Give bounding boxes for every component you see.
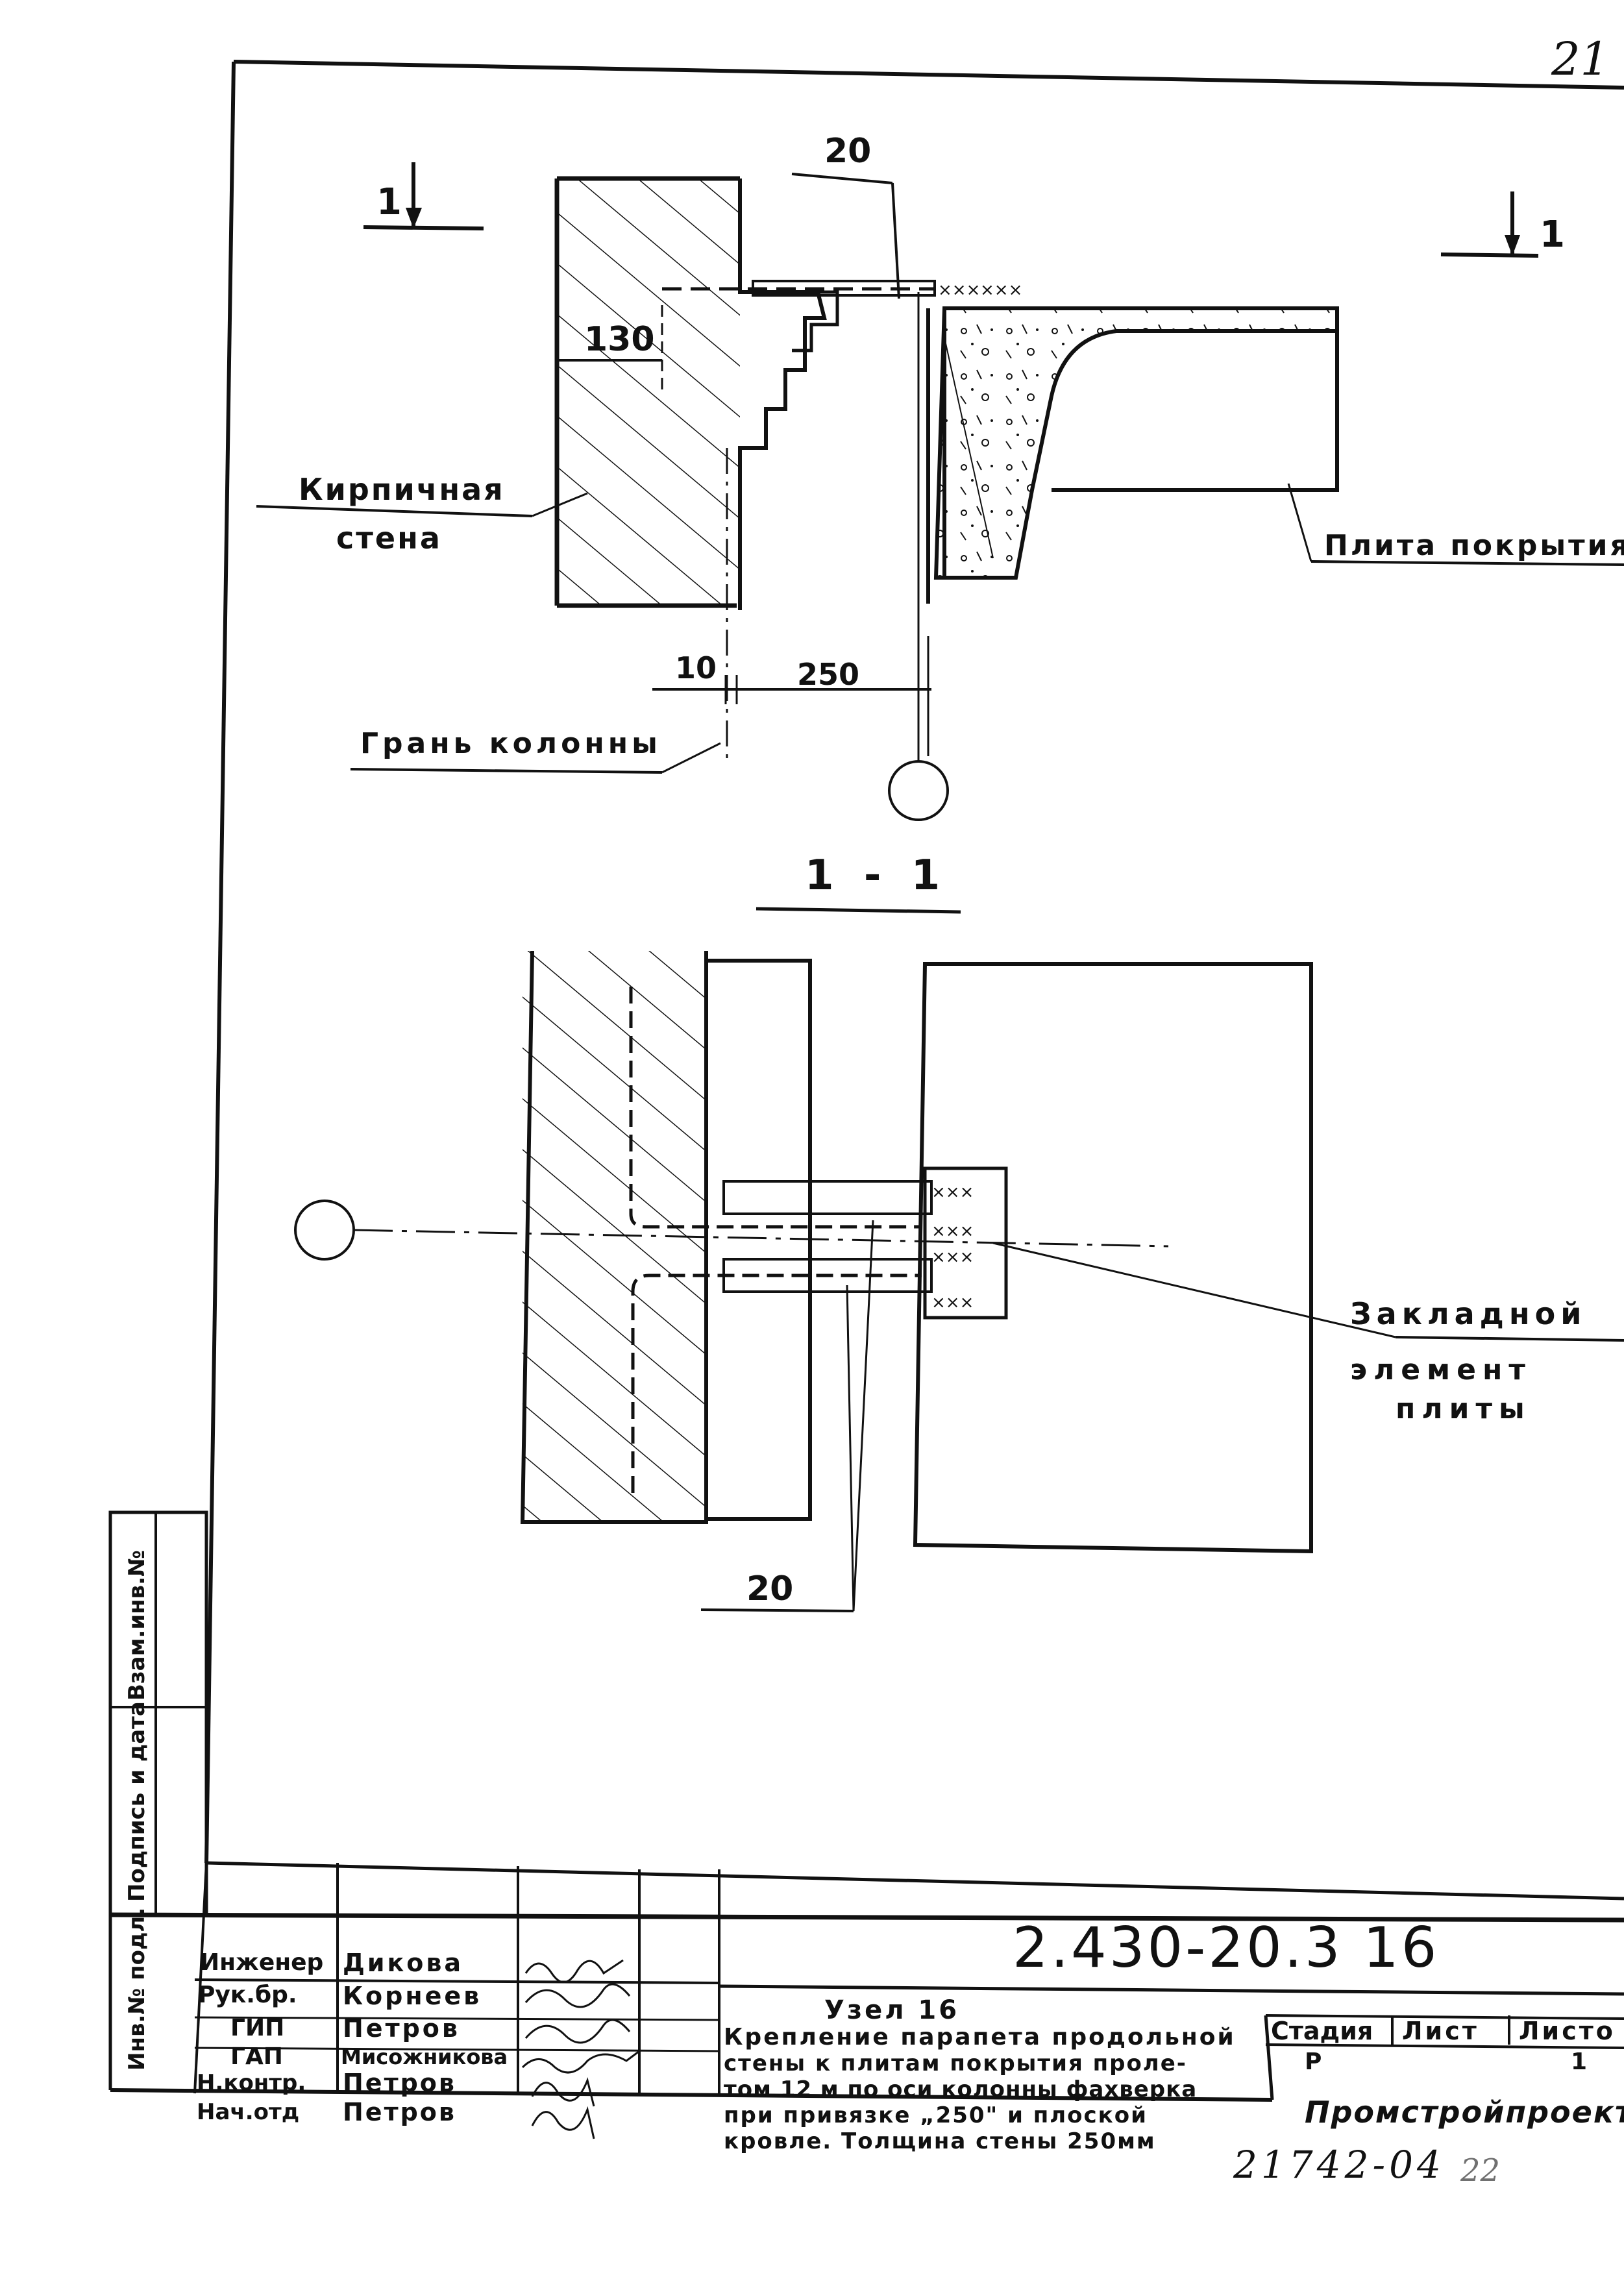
organization: Промстройпроект — [1305, 2095, 1624, 2130]
svg-text:×××: ××× — [931, 1222, 974, 1241]
side-stamp: Взам.инв.№ Подпись и дата Инв.№ подл. — [108, 1510, 208, 2071]
description-line-2: стены к плитам покрытия проле- — [724, 2050, 1187, 2076]
column-face-axis — [726, 292, 929, 766]
svg-text:2.430-20.3 16: 2.430-20.3 16 — [1013, 1915, 1440, 1980]
section-mark-label: 1 — [376, 181, 402, 223]
description-line-5: кровле. Толщина стены 250мм — [724, 2128, 1156, 2154]
svg-text:20: 20 — [824, 132, 871, 171]
name-5: Петров — [343, 2069, 456, 2097]
svg-text:×××: ××× — [931, 1183, 974, 1202]
name-6: Петров — [343, 2098, 456, 2126]
svg-text:стена: стена — [336, 521, 442, 556]
svg-text:20: 20 — [746, 1569, 793, 1608]
svg-text:×××: ××× — [938, 280, 980, 300]
name-2: Корнеев — [343, 1982, 482, 2010]
title-block-grid — [108, 1861, 1624, 2102]
axis-line-plan — [294, 1200, 1169, 1261]
role-5: Н.контр. — [197, 2070, 306, 2096]
role-4: ГАП — [230, 2043, 283, 2070]
role-2: Рук.бр. — [198, 1982, 297, 2008]
label-column-face: Грань колонны — [350, 727, 721, 774]
svg-text:250: 250 — [797, 657, 859, 692]
name-1: Дикова — [343, 1949, 463, 1977]
description-line-1: Крепление парапета продольной — [724, 2024, 1236, 2050]
svg-text:21742-04: 21742-04 — [1233, 2143, 1445, 2187]
page-number: 21 — [1551, 32, 1609, 86]
dim-10-250: 10 250 — [652, 650, 931, 704]
svg-text:Р: Р — [1305, 2049, 1322, 2075]
svg-text:Листо: Листо — [1519, 2017, 1616, 2045]
svg-text:Лист: Лист — [1402, 2017, 1479, 2045]
doc-code: 2.430-20.3 16 — [1013, 1915, 1440, 1980]
svg-text:22: 22 — [1460, 2152, 1500, 2189]
stage-table: Стадия Лист Листо Р 1 — [1271, 2017, 1616, 2075]
wall-corbel — [740, 290, 839, 352]
axis-bubble-upper — [888, 688, 949, 821]
dim-bottom-20: 20 — [700, 1220, 874, 1612]
svg-text:Инв.№ подл.: Инв.№ подл. — [124, 1908, 150, 2071]
svg-text:10: 10 — [675, 650, 717, 685]
name-3: Петров — [343, 2014, 460, 2043]
svg-text:×××: ××× — [931, 1293, 974, 1312]
personnel-table: Инженер Дикова Рук.бр. Корнеев ГИП Петро… — [197, 1949, 508, 2126]
label-brick-wall: Кирпичная стена — [256, 472, 588, 556]
svg-text:Подпись и дата: Подпись и дата — [124, 1701, 150, 1902]
svg-text:Закладной: Закладной — [1350, 1296, 1586, 1331]
brick-wall-section — [554, 176, 827, 610]
svg-text:плиты: плиты — [1396, 1392, 1531, 1425]
svg-text:1 - 1: 1 - 1 — [805, 852, 948, 900]
svg-text:×××: ××× — [980, 280, 1022, 300]
label-roof-slab: Плита покрытия — [1287, 483, 1624, 566]
role-3: ГИП — [230, 2015, 284, 2041]
svg-text:Плита покрытия: Плита покрытия — [1324, 529, 1624, 562]
description-line-4: при привязке „250" и плоской — [724, 2102, 1148, 2128]
anchor-bars-plan — [629, 987, 933, 1493]
svg-text:130: 130 — [584, 320, 655, 359]
svg-text:Кирпичная: Кирпичная — [299, 472, 505, 507]
svg-text:Взам.инв.№: Взам.инв.№ — [124, 1550, 150, 1701]
role-6: Нач.отд — [197, 2099, 299, 2125]
svg-text:Промстройпроект: Промстройпроект — [1305, 2095, 1624, 2130]
section-mark-right: 1 — [1440, 191, 1565, 258]
signatures — [521, 1959, 640, 2139]
node-title: Узел 16 — [824, 1995, 959, 2025]
svg-text:Стадия: Стадия — [1271, 2017, 1373, 2045]
description-line-3: том 12 м по оси колонны фахверка — [724, 2076, 1197, 2102]
dim-130: 130 — [558, 305, 663, 396]
slab-plan: ××× ××× ××× ××× — [913, 962, 1313, 1554]
roof-slab-section — [926, 306, 1339, 604]
footer-note: 21742-04 22 — [1233, 2143, 1500, 2189]
svg-text:1: 1 — [1571, 2049, 1587, 2075]
dim-top-20: 20 — [791, 132, 900, 299]
anchor-plate-top: ××× ××× — [662, 280, 1022, 300]
svg-text:×××: ××× — [931, 1248, 974, 1267]
role-1: Инженер — [200, 1949, 323, 1976]
sheet-frame — [110, 60, 1624, 1923]
section-title: 1 - 1 — [756, 852, 961, 914]
name-4: Мисожникова — [341, 2045, 508, 2069]
svg-text:Грань колонны: Грань колонны — [360, 727, 661, 760]
description-block: Узел 16 Крепление парапета продольной ст… — [724, 1995, 1236, 2154]
section-mark-label-right: 1 — [1540, 214, 1565, 256]
svg-text:элемент: элемент — [1350, 1353, 1532, 1386]
section-mark-left: 1 — [363, 162, 484, 230]
label-embed: Закладной элемент плиты — [992, 1242, 1624, 1425]
